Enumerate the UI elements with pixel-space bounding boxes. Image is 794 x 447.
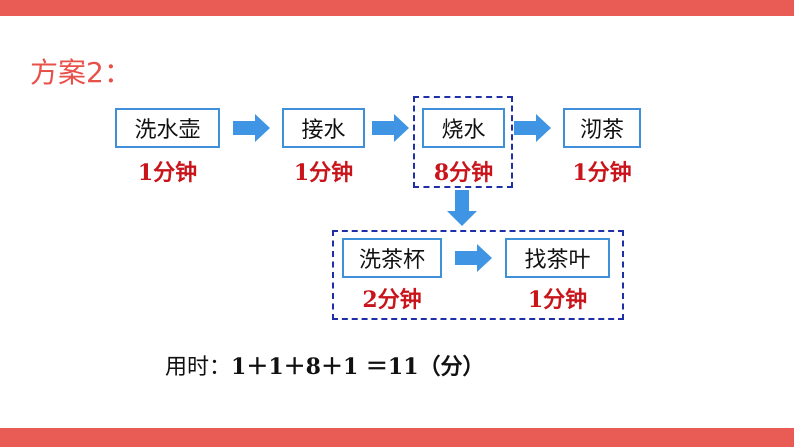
step-time-wash-kettle: 1分钟 xyxy=(137,160,198,186)
step-box-find-tea-leaves: 找茶叶 xyxy=(505,238,610,278)
step-label-wash-cups: 洗茶杯 xyxy=(358,248,425,273)
parallel-tasks-dashed-frame xyxy=(332,230,624,320)
arrow-fetch-water-to-boil-water xyxy=(372,114,409,142)
arrow-wash-kettle-to-fetch-water xyxy=(233,114,270,142)
step-label-find-tea-leaves: 找茶叶 xyxy=(524,248,591,273)
formula-expression: 1＋1＋8＋1 ＝11（分） xyxy=(231,354,485,380)
step-box-wash-kettle: 洗水壶 xyxy=(115,108,220,148)
step-time-wash-cups: 2分钟 xyxy=(362,287,422,313)
step-label-fetch-water: 接水 xyxy=(301,118,346,143)
formula-prefix: 用时： xyxy=(165,355,232,380)
step-time-brew-tea: 1分钟 xyxy=(572,160,632,186)
plan-title: 方案2： xyxy=(30,56,132,89)
step-time-fetch-water: 1分钟 xyxy=(293,160,354,186)
boil-water-dashed-frame xyxy=(413,96,513,188)
step-label-boil-water: 烧水 xyxy=(441,118,486,143)
step-box-brew-tea: 沏茶 xyxy=(563,108,641,148)
step-box-wash-cups: 洗茶杯 xyxy=(342,238,442,278)
total-time-formula: 用时：1＋1＋8＋1 ＝11（分） xyxy=(165,352,485,383)
arrow-wash-cups-to-find-tea-leaves xyxy=(455,244,492,272)
arrow-boil-water-to-brew-tea xyxy=(514,114,551,142)
arrow-boil-water-down xyxy=(447,190,477,226)
bottom-bar xyxy=(0,428,794,447)
top-bar xyxy=(0,0,794,16)
step-box-boil-water: 烧水 xyxy=(422,108,505,148)
step-box-fetch-water: 接水 xyxy=(282,108,365,148)
step-label-brew-tea: 沏茶 xyxy=(579,118,624,143)
step-label-wash-kettle: 洗水壶 xyxy=(134,118,201,143)
step-time-find-tea-leaves: 1分钟 xyxy=(527,287,588,313)
step-time-boil-water: 8分钟 xyxy=(433,160,494,186)
